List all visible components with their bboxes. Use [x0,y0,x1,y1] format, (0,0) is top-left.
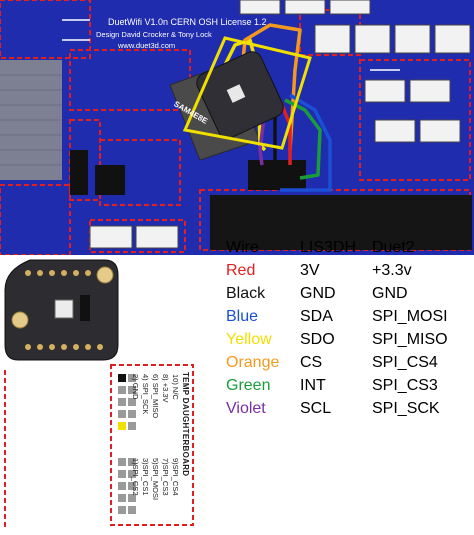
header-pin-label: 9)SPI_CS4 [171,458,180,496]
header-duet2: Duet2 [372,239,415,256]
wire-color-cell: Blue [226,308,259,325]
lis3dh-pin-cell: SDO [300,331,335,348]
header-pin-label: 1)SPI_CS2 [131,458,140,496]
wire-color-cell: Yellow [226,331,272,348]
wire-color-cell: Orange [226,354,280,371]
mount-hole-icon [11,311,29,329]
mount-hole-icon [96,266,114,284]
lis3dh-pin-cell: 3V [300,262,320,279]
sensor-closeup [0,255,140,365]
wire-color-cell: Red [226,262,256,279]
lis3dh-pin-cell: SDA [300,308,333,325]
header-pin-label: 5)SPI_MOSI [151,458,160,501]
lis3dh-pin-cell: CS [300,354,323,371]
silkscreen-url: www.duet3d.com [118,41,176,50]
temp-daughterboard-header [248,160,306,190]
sensor-regulator [80,295,90,321]
wire-color-cell: Violet [226,400,266,417]
pcb-edge-outline [4,370,6,530]
header-pin-label: 2) GND [131,374,140,400]
lis3dh-pin-cell: SCL [300,400,332,417]
header-pin-squares [118,374,136,514]
top-connectors [239,0,471,143]
expansion-header [210,195,472,250]
header-pin-label: 8) +3.3V [161,374,170,403]
duet2-signal-cell: SPI_SCK [372,400,440,417]
left-connectors [70,150,179,249]
wire-color-cell: Green [226,377,271,394]
duet2-signal-cell: SPI_CS3 [372,377,438,394]
duet2-signal-cell: +3.3v [372,262,412,279]
sensor-pads [25,270,103,350]
lis3dh-pin-cell: INT [300,377,326,394]
duet-board-diagram [0,0,474,255]
silkscreen-title: DuetWifi V1.0n CERN OSH License 1.2 [108,17,267,27]
header-title: TEMP DAUGHTERBOARD [181,372,190,477]
sensor-chip [54,299,74,319]
header-pin-label: 10) N/C [171,374,180,400]
duet2-signal-cell: SPI_CS4 [372,354,438,371]
yellow-outline [182,36,312,150]
header-pin-label: 6) SPI_MISO [151,374,160,419]
lis3dh-pin-cell: GND [300,285,336,302]
duet2-signal-cell: SPI_MISO [372,331,448,348]
header-wire: Wire [226,239,259,256]
wire-color-cell: Black [226,285,266,302]
header-pin-label: 7)SPI_CS3 [161,458,170,496]
duet2-signal-cell: SPI_MOSI [372,308,448,325]
header-lis3dh: LIS3DH [300,239,357,256]
duet2-signal-cell: GND [372,285,408,302]
board-sensor-module [196,51,284,139]
header-pin-label: 3)SPI_CS1 [141,458,150,496]
header-pin-label: 4) SPI_SCK [141,374,150,415]
silkscreen-design: Design David Crocker & Tony Lock [96,30,212,39]
